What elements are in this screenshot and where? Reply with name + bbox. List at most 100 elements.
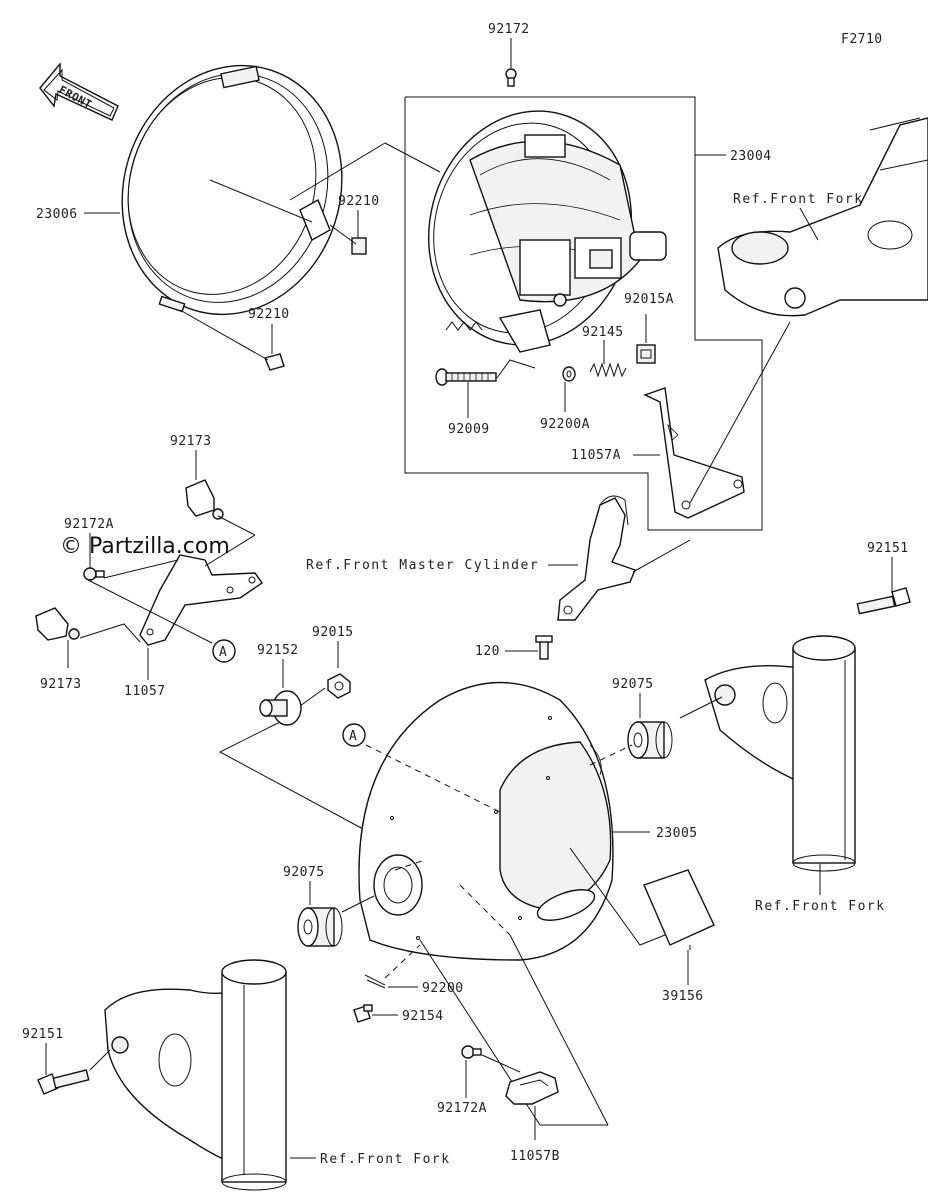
part-label-92172A-left[interactable]: 92172A <box>64 517 114 532</box>
grommet-92075-right[interactable] <box>627 721 673 759</box>
washer-92200[interactable] <box>364 974 386 989</box>
bolt-92151-right[interactable] <box>856 587 911 615</box>
leader-92172A-11057B <box>481 1054 521 1073</box>
leader-11057A-fork <box>689 321 791 504</box>
front-fork-top-clamp <box>717 117 928 317</box>
leader-callout-a-left <box>87 579 213 644</box>
bolt-92151-left[interactable] <box>37 1069 90 1095</box>
headlight-housing-23005[interactable] <box>358 681 614 961</box>
leader-housing-11057B-b <box>509 934 609 1126</box>
nut-92015A[interactable] <box>636 344 656 364</box>
part-label-120[interactable]: 120 <box>475 644 500 659</box>
leader-switch-bottom-bracket <box>79 623 141 643</box>
screw-92172[interactable] <box>505 68 517 87</box>
part-label-92145[interactable]: 92145 <box>582 325 624 340</box>
dashed-grommet-right <box>589 744 633 766</box>
leader-92210-a <box>209 179 313 223</box>
leader-master-cylinder-b <box>632 539 691 573</box>
part-label-39156[interactable]: 39156 <box>662 989 704 1004</box>
part-label-92172A-bottom[interactable]: 92172A <box>437 1101 487 1116</box>
part-label-11057A[interactable]: 11057A <box>571 448 621 463</box>
leader-collar-housing <box>218 721 366 831</box>
leader-92210-d <box>179 309 269 361</box>
grommet-92075-left[interactable] <box>297 907 343 947</box>
part-label-23006[interactable]: 23006 <box>36 207 78 222</box>
callout-a-housing <box>342 723 366 747</box>
leader-39156-a <box>569 847 666 946</box>
screw-120[interactable] <box>535 635 553 660</box>
ref-front-fork-top[interactable]: Ref.Front Fork <box>733 192 864 207</box>
screw-92172A-left[interactable] <box>83 567 105 581</box>
group-frame-23004 <box>404 96 763 531</box>
part-label-92200[interactable]: 92200 <box>422 981 464 996</box>
leader-bolt-left-fork <box>89 1049 111 1071</box>
diagram-code: F2710 <box>841 32 883 47</box>
adjuster-spring-on-unit <box>445 309 551 353</box>
headlight-rim-23006[interactable] <box>90 37 373 343</box>
front-arrow-icon: FRONT <box>39 62 119 121</box>
bracket-11057[interactable] <box>139 554 263 646</box>
part-label-23004[interactable]: 23004 <box>730 149 772 164</box>
ref-front-fork-right[interactable]: Ref.Front Fork <box>755 899 886 914</box>
label-sticker-39156[interactable] <box>643 869 715 946</box>
part-label-92154[interactable]: 92154 <box>402 1009 444 1024</box>
part-label-92015[interactable]: 92015 <box>312 625 354 640</box>
leader-92009-b <box>496 359 536 379</box>
part-label-23005[interactable]: 23005 <box>656 826 698 841</box>
collar-92152[interactable] <box>259 690 302 726</box>
callout-a-left <box>212 639 236 663</box>
switch-92173-top[interactable] <box>185 479 224 520</box>
leader-92210-b <box>329 224 357 245</box>
clip-92210-bottom[interactable] <box>264 353 285 371</box>
part-label-92173-top[interactable]: 92173 <box>170 434 212 449</box>
front-fork-left <box>104 959 287 1191</box>
front-fork-right <box>704 635 856 872</box>
part-label-92210-bottom[interactable]: 92210 <box>248 307 290 322</box>
leader-rim-unit-a <box>289 142 386 201</box>
screw-92172A-bottom[interactable] <box>461 1045 482 1059</box>
clip-92210-top[interactable] <box>299 199 367 255</box>
dashed-callout-a <box>365 744 501 813</box>
part-label-92152[interactable]: 92152 <box>257 643 299 658</box>
part-label-11057B[interactable]: 11057B <box>510 1149 560 1164</box>
part-label-92075-right[interactable]: 92075 <box>612 677 654 692</box>
headlight-unit-23004[interactable] <box>403 88 667 368</box>
callout-a-housing-label: A <box>349 729 357 744</box>
part-label-92151-right[interactable]: 92151 <box>867 541 909 556</box>
washer-92200A[interactable] <box>562 366 576 382</box>
part-label-92151-left[interactable]: 92151 <box>22 1027 64 1042</box>
leader-switch-top-b <box>204 534 256 567</box>
part-label-92173-bottom[interactable]: 92173 <box>40 677 82 692</box>
part-label-92009[interactable]: 92009 <box>448 422 490 437</box>
leader-ref-fork-top <box>799 207 819 241</box>
ref-front-master-cylinder[interactable]: Ref.Front Master Cylinder <box>306 558 539 573</box>
part-label-92210-top[interactable]: 92210 <box>338 194 380 209</box>
part-label-92075-left[interactable]: 92075 <box>283 865 325 880</box>
switch-92173-bottom[interactable] <box>35 607 80 641</box>
master-cylinder-bracket <box>557 495 636 621</box>
dashed-housing-11057B <box>459 884 511 936</box>
bolt-92009[interactable] <box>435 368 497 386</box>
part-label-11057[interactable]: 11057 <box>124 684 166 699</box>
nut-92015[interactable] <box>327 673 351 699</box>
leader-collar-nut <box>299 687 326 707</box>
ref-front-fork-bottom[interactable]: Ref.Front Fork <box>320 1152 451 1167</box>
leader-grommet-left <box>341 895 375 913</box>
dashed-92200 <box>384 944 421 979</box>
screw-92154[interactable] <box>353 1004 373 1023</box>
leader-rim-unit-b <box>384 142 441 173</box>
leader-switch-top-a <box>217 515 256 536</box>
leader-92172A-bracket <box>103 559 179 579</box>
dashed-grommet-left <box>394 859 426 871</box>
part-label-92200A[interactable]: 92200A <box>540 417 590 432</box>
leader-fork-right-92075 <box>679 696 723 719</box>
bracket-11057B[interactable] <box>505 1071 559 1105</box>
bracket-11057A[interactable] <box>643 387 745 519</box>
part-label-92172[interactable]: 92172 <box>488 22 530 37</box>
spring-92145[interactable] <box>589 362 627 378</box>
callout-a-left-label: A <box>219 645 227 660</box>
part-label-92015A[interactable]: 92015A <box>624 292 674 307</box>
watermark-text: © Partzilla.com <box>60 534 230 559</box>
